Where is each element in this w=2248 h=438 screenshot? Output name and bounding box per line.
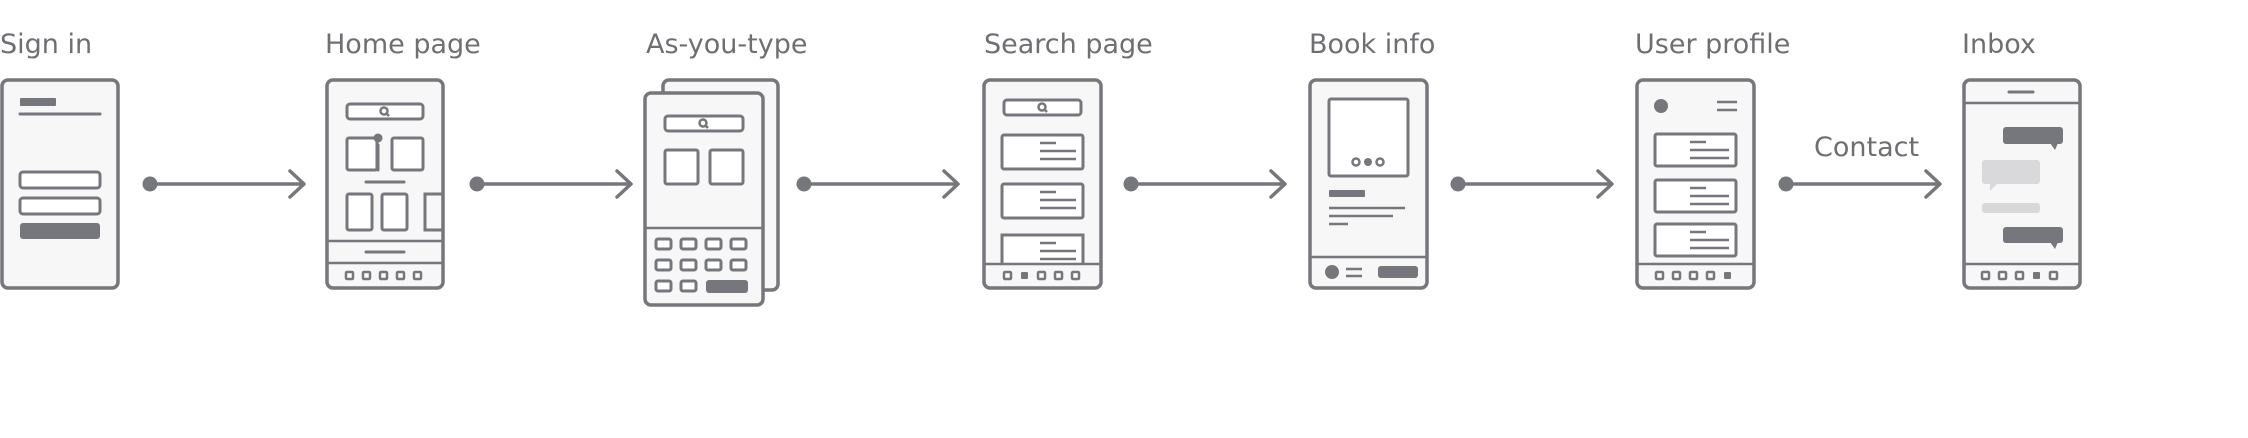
screen-sign-in [0, 78, 120, 290]
screen-label-book-info: Book info [1309, 29, 1435, 60]
screen-inbox [1962, 78, 2082, 290]
edge-label-contact: Contact [1814, 132, 1919, 163]
screen-label-user-profile: User profile [1635, 29, 1790, 60]
screen-label-home-page: Home page [325, 29, 481, 60]
screen-label-as-you-type: As-you-type [646, 29, 807, 60]
screen-home-page [325, 78, 445, 290]
screen-book-info [1308, 78, 1429, 290]
screen-label-inbox: Inbox [1962, 29, 2036, 60]
screen-search-page [982, 78, 1103, 290]
flow-arrow-1 [142, 169, 306, 199]
flow-arrow-2 [469, 169, 633, 199]
screen-as-you-type [643, 78, 780, 307]
flow-arrow-5 [1450, 169, 1614, 199]
flow-arrow-6 [1778, 169, 1942, 199]
screen-label-search-page: Search page [984, 29, 1153, 60]
screen-label-sign-in: Sign in [0, 29, 92, 60]
flow-arrow-3 [796, 169, 960, 199]
screen-user-profile [1635, 78, 1756, 290]
flow-arrow-4 [1123, 169, 1287, 199]
